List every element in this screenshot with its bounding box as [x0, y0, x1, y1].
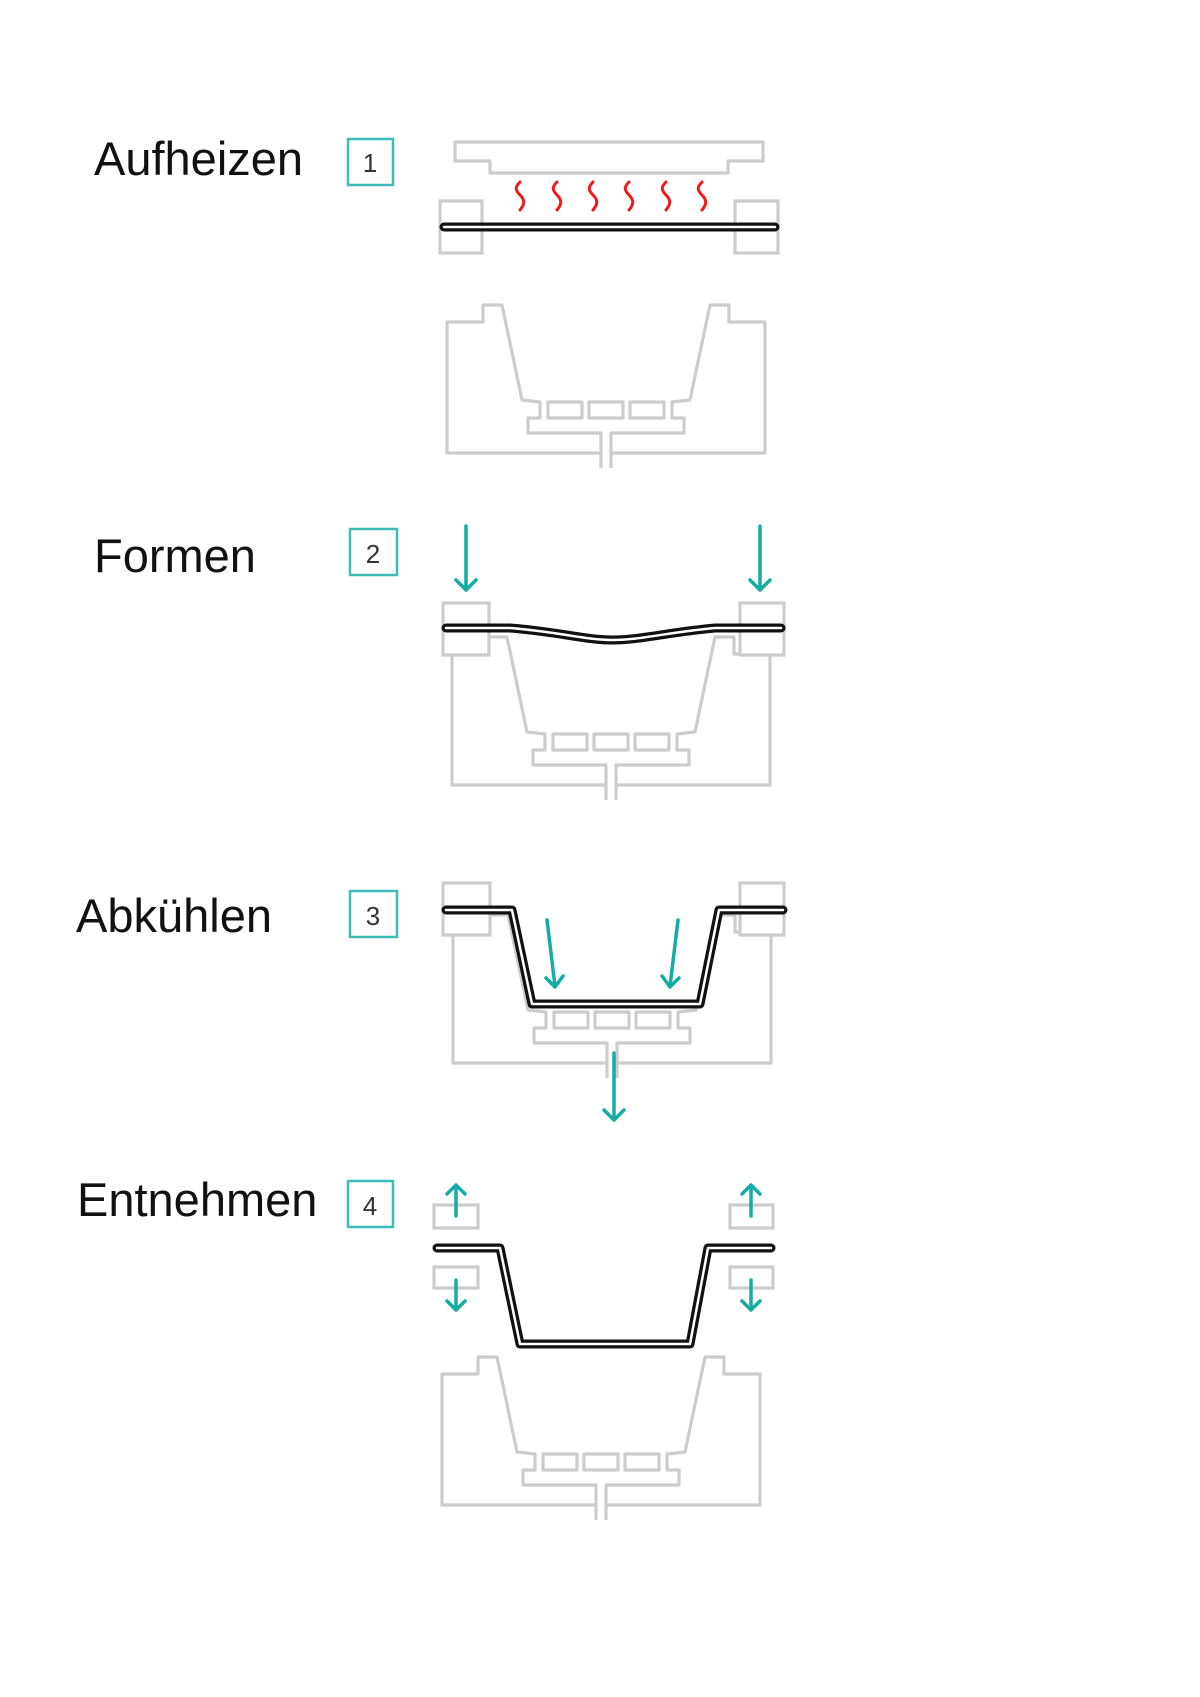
- formed-sheet: [441, 905, 788, 1009]
- step-1: Aufheizen 1: [94, 132, 780, 470]
- step-number: 2: [366, 539, 380, 569]
- mold: [445, 303, 767, 470]
- step-label: Aufheizen: [94, 132, 303, 185]
- arrow-down-icon: [544, 918, 565, 989]
- arrow-up-icon: [740, 1183, 762, 1218]
- step-4: Entnehmen 4: [77, 1173, 776, 1522]
- step-3: Abkühlen 3: [76, 881, 788, 1122]
- mold: [440, 1355, 762, 1522]
- mold: [451, 913, 773, 1080]
- heater-plate: [453, 140, 765, 175]
- finished-part: [432, 1243, 776, 1349]
- step-number-badge: 4: [346, 1179, 395, 1229]
- step-number-badge: 2: [348, 527, 399, 577]
- arrow-down-icon: [445, 1278, 467, 1312]
- step-number: 4: [363, 1191, 377, 1221]
- arrow-down-icon: [602, 1051, 626, 1122]
- step-2: Formen 2: [94, 524, 786, 802]
- step-label: Abkühlen: [76, 889, 272, 942]
- plastic-sheet: [441, 623, 786, 645]
- arrow-down-icon: [454, 524, 478, 592]
- mold: [450, 635, 772, 802]
- step-number-badge: 3: [348, 889, 399, 939]
- arrow-down-icon: [660, 918, 681, 989]
- step-label: Formen: [94, 529, 256, 582]
- step-number-badge: 1: [346, 137, 395, 187]
- arrow-up-icon: [445, 1183, 467, 1218]
- arrow-down-icon: [740, 1278, 762, 1312]
- heat-waves-icon: [514, 180, 708, 212]
- step-number: 3: [366, 901, 380, 931]
- step-label: Entnehmen: [77, 1173, 317, 1226]
- arrow-down-icon: [748, 524, 772, 592]
- step-number: 1: [363, 148, 377, 178]
